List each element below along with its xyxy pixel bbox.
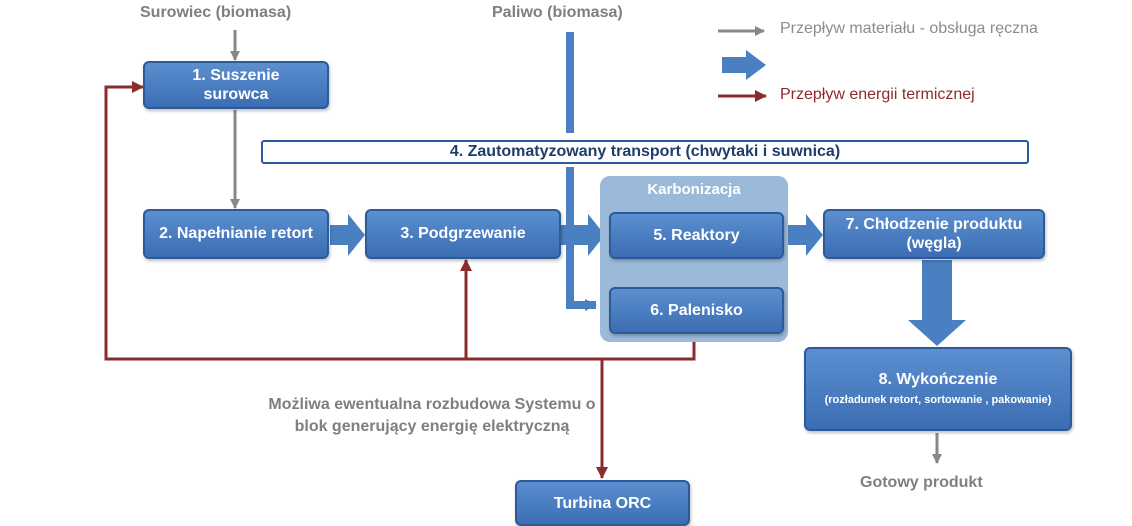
step-8-sublabel: (rozładunek retort, sortowanie , pakowan… [824,394,1052,407]
step-1-drying: 1. Suszenie surowca [143,61,329,109]
carbonization-group-label: Karbonizacja [647,181,741,198]
step-3-label: 3. Podgrzewanie [400,225,526,243]
step-3-heating: 3. Podgrzewanie [365,209,561,259]
block-arrow-s7-to-s8 [908,260,966,346]
step-2-label: 2. Napełnianie retort [159,225,313,243]
step-5-label: 5. Reaktory [653,226,740,244]
final-product-label: Gotowy produkt [860,474,983,491]
legend-manual-flow: Przepływ materiału - obsługa ręczna [780,20,1038,37]
automated-transport-bar: 4. Zautomatyzowany transport (chwytaki i… [261,140,1029,164]
connectors-layer [104,26,966,479]
fuel-label: Paliwo (biomasa) [492,4,623,21]
step-7-cooling: 7. Chłodzenie produktu (węgla) [823,209,1045,259]
block-arrow-s5-to-s7 [784,214,823,256]
step-8-finishing: 8. Wykończenie (rozładunek retort, sorto… [804,347,1072,431]
step-7-label: 7. Chłodzenie produktu (węgla) [845,215,1023,252]
legend-thermal-flow: Przepływ energii termicznej [780,86,975,103]
step-5-reactors: 5. Reaktory [609,212,784,259]
step-8-label: 8. Wykończenie [878,370,998,388]
step-6-label: 6. Palenisko [650,301,743,319]
block-arrow-s3-to-s5 [561,214,605,256]
step-1-label: 1. Suszenie surowca [192,66,280,103]
thermal-return-line [104,81,696,361]
process-diagram: Surowiec (biomasa) Paliwo (biomasa) Prze… [104,4,1072,526]
legend-blue-block-arrow-icon [722,50,766,80]
orc-turbine: Turbina ORC [515,480,690,526]
fuel-line-to-s6 [566,167,597,311]
step-2-filling: 2. Napełnianie retort [143,209,329,259]
expansion-note: Możliwa ewentualna rozbudowa Systemu o b… [268,396,596,435]
step-6-furnace: 6. Palenisko [609,287,784,334]
orc-turbine-label: Turbina ORC [553,495,652,512]
raw-material-label: Surowiec (biomasa) [140,4,292,21]
block-arrow-s2-to-s3 [330,214,365,256]
